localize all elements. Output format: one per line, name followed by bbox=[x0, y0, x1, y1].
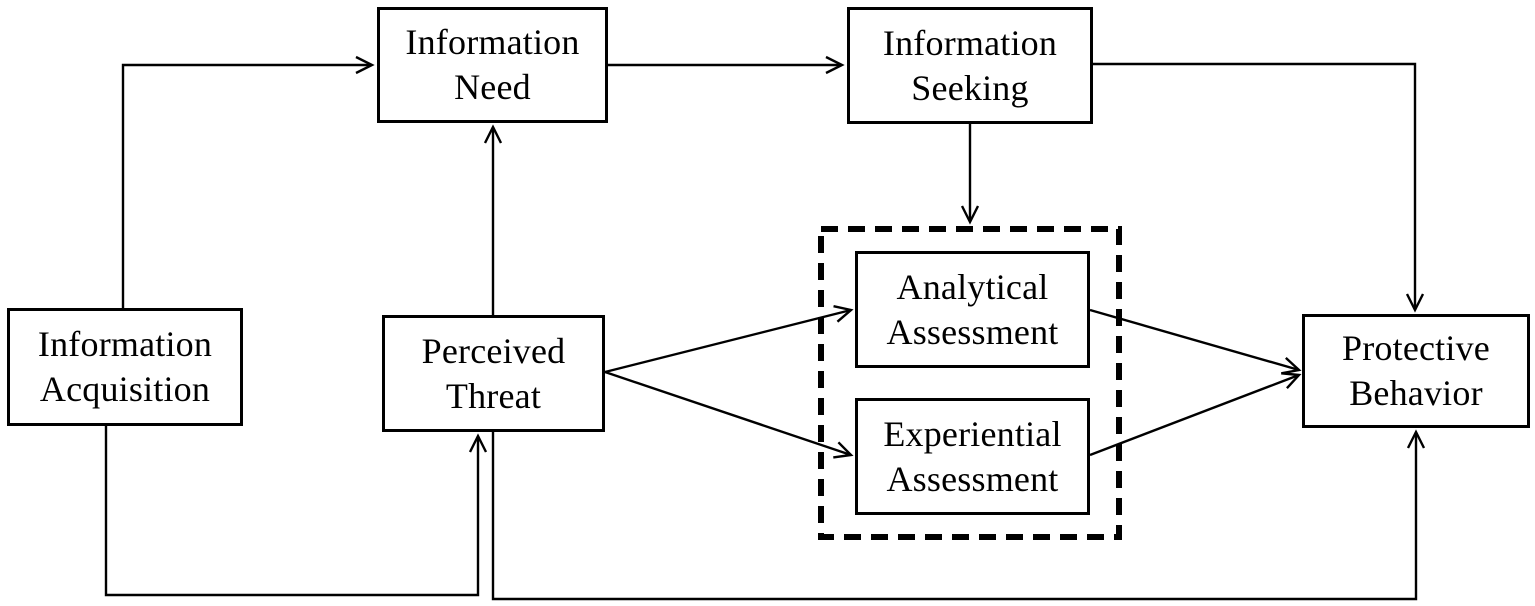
edge-seeking-to-protective bbox=[1093, 62, 1425, 313]
node-label-analytical-assessment: Analytical Assessment bbox=[886, 266, 1059, 352]
node-protective-behavior: Protective Behavior bbox=[1302, 314, 1530, 428]
assessment-group-border bbox=[818, 226, 1122, 540]
node-analytical-assessment: Analytical Assessment bbox=[855, 251, 1090, 368]
node-label-perceived-threat: Perceived Threat bbox=[421, 330, 566, 416]
node-label-information-seeking: Information Seeking bbox=[882, 22, 1058, 108]
node-information-seeking: Information Seeking bbox=[847, 7, 1093, 124]
node-label-information-need: Information Need bbox=[405, 22, 580, 107]
edge-acquisition-to-threat-loop bbox=[104, 426, 488, 597]
node-label-information-acquisition: Information Acquisition bbox=[37, 324, 213, 409]
edge-threat-to-experiential bbox=[604, 370, 854, 459]
node-perceived-threat: Perceived Threat bbox=[382, 315, 605, 432]
edge-threat-to-protective-loop bbox=[491, 429, 1426, 601]
node-experiential-assessment: Experiential Assessment bbox=[855, 398, 1090, 515]
node-information-acquisition: Information Acquisition bbox=[7, 308, 243, 426]
node-information-need: Information Need bbox=[377, 7, 608, 123]
edge-experiential-to-protective bbox=[1089, 372, 1302, 457]
edge-acquisition-to-need bbox=[121, 55, 375, 308]
edge-threat-to-analytical bbox=[604, 304, 854, 374]
node-label-protective-behavior: Protective Behavior bbox=[1342, 328, 1490, 413]
node-label-experiential-assessment: Experiential Assessment bbox=[883, 413, 1062, 499]
edge-analytical-to-protective bbox=[1089, 308, 1302, 375]
